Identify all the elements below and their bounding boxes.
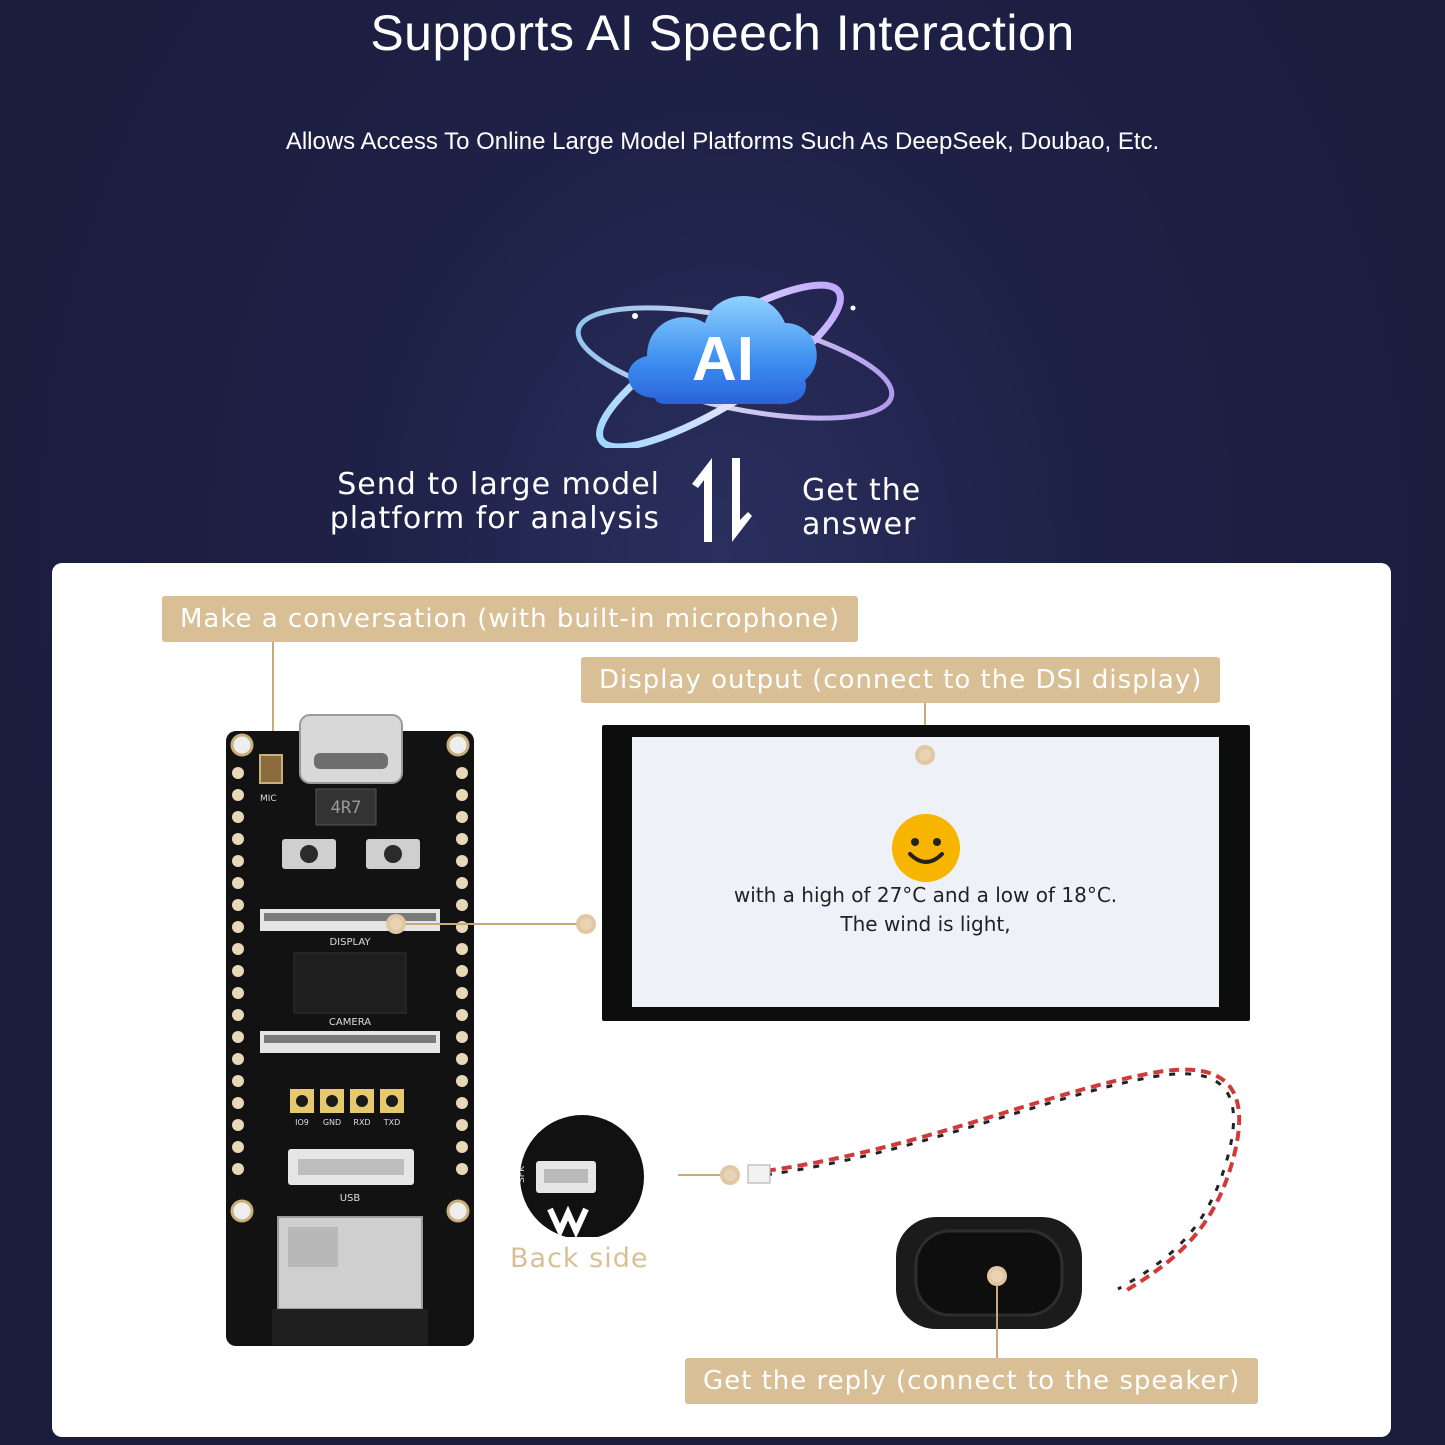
svg-text:CAMERA: CAMERA (329, 1017, 371, 1028)
svg-text:SPK: SPK (517, 1165, 527, 1183)
smiley-emoji-icon (892, 814, 960, 882)
conversation-callout: Make a conversation (with built-in micro… (162, 596, 859, 642)
answer-line-1: Get the (802, 473, 922, 508)
dsi-display: with a high of 27°C and a low of 18°C. T… (602, 725, 1250, 1021)
back-side-label: Back side (510, 1243, 649, 1274)
display-screen: with a high of 27°C and a low of 18°C. T… (632, 737, 1219, 1007)
svg-text:TXD: TXD (383, 1118, 401, 1127)
speaker-leader-line (996, 1285, 998, 1359)
board-back-side-image: SPK (517, 1115, 644, 1237)
get-answer-label: Get the answer (802, 474, 1002, 542)
display-screen-dot (915, 745, 935, 765)
send-line-1: Send to large model (337, 467, 660, 502)
conversation-leader-line (272, 642, 274, 732)
speaker-center-dot (987, 1266, 1007, 1286)
svg-text:USB: USB (340, 1193, 361, 1204)
answer-line-2: answer (802, 507, 917, 542)
display-connector-dot (576, 914, 596, 934)
display-output-callout: Display output (connect to the DSI displ… (581, 657, 1221, 703)
svg-text:DISPLAY: DISPLAY (329, 937, 371, 948)
page-title: Supports AI Speech Interaction (370, 5, 1075, 61)
ai-cloud-icon: AI (575, 281, 895, 448)
send-line-2: platform for analysis (329, 501, 660, 536)
up-down-arrows-icon (692, 458, 752, 542)
send-to-platform-label: Send to large model platform for analysi… (300, 468, 660, 536)
dev-board-image: MIC 4R7 DISPLAY CAMERA IO9 GND RXD TXD U… (226, 714, 474, 1346)
svg-text:RXD: RXD (353, 1118, 370, 1127)
speaker-wire (747, 1067, 1242, 1295)
speaker-reply-callout: Get the reply (connect to the speaker) (685, 1358, 1259, 1404)
svg-text:MIC: MIC (260, 794, 277, 804)
display-text-line-2: The wind is light, (840, 912, 1011, 936)
svg-text:4R7: 4R7 (331, 798, 362, 818)
svg-text:GND: GND (323, 1118, 341, 1127)
ai-logo-text: AI (692, 325, 754, 394)
speaker-connector-dot (720, 1165, 740, 1185)
hardware-diagram-panel: Make a conversation (with built-in micro… (52, 563, 1391, 1437)
display-text-line-1: with a high of 27°C and a low of 18°C. (733, 883, 1118, 907)
page-subtitle: Allows Access To Online Large Model Plat… (285, 128, 1160, 155)
board-connector-dot (386, 914, 406, 934)
svg-text:IO9: IO9 (295, 1118, 309, 1127)
board-display-leader-line (397, 923, 582, 925)
back-side-leader-line (678, 1174, 728, 1176)
